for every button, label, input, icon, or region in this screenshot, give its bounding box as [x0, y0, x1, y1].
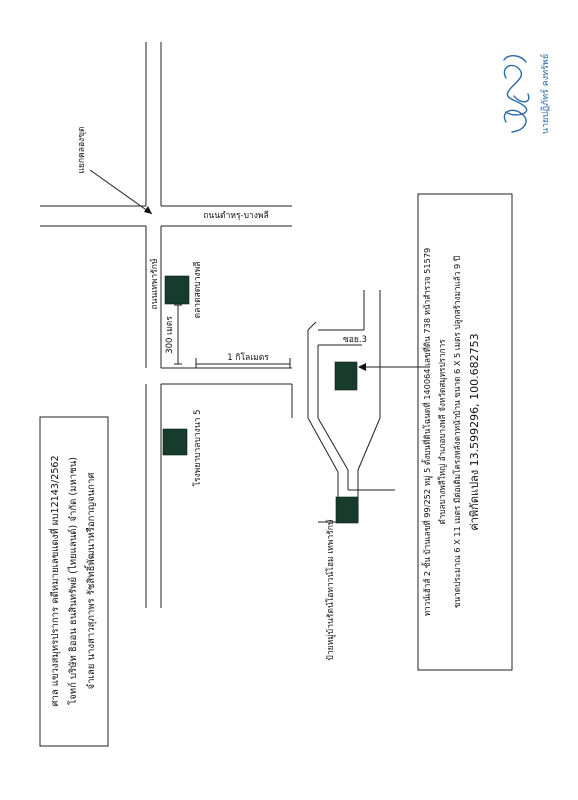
- road-network: [40, 42, 395, 608]
- case-info-line3: จำเลย นางสาวสุภาพร รัชสิทธิ์พัฒนาหรือกาญ…: [83, 473, 97, 690]
- property-pointer-arrow: [358, 363, 430, 371]
- village-sign-building: [335, 496, 359, 524]
- hospital-building: [162, 428, 188, 456]
- property-building: [334, 361, 358, 391]
- kaeng-khlong-chut-arrow: [89, 169, 153, 215]
- road-thepharak-label: ถนนเทพารักษ์: [149, 258, 160, 309]
- kaeng-khlong-chut-label: แยกคลองขุด: [77, 126, 87, 173]
- distance-300m-label: 300 เมตร: [165, 316, 175, 354]
- signature-scribble: [503, 55, 530, 133]
- distance-marker-300m: 300 เมตร: [165, 304, 182, 365]
- road-tamru-bangphli-label: ถนนตำหรุ-บางพลี: [203, 210, 268, 221]
- signature: นายปฏิภัทร์ คงทรัพย์: [503, 54, 551, 134]
- property-info-line2: ตำบลบางพลีใหญ่ อำเภอบางพลี จังหวัดสมุทรป…: [437, 339, 447, 525]
- property-info-line3: ขนาดประมาณ 6 X 11 เมตร มีต่อเติมโครงหลัง…: [452, 256, 463, 608]
- case-info-line1: ศาล แขวงสมุทรปราการ คดีหมายเลขแดงที่ ผบ1…: [48, 455, 61, 706]
- property-info-box: ทาวน์เฮ้าส์ 2 ชั้น บ้านเลขที่ 99/252 หมู…: [417, 193, 513, 671]
- market-label: ตลาดสดบางพลี: [192, 262, 203, 319]
- signature-name: นายปฏิภัทร์ คงทรัพย์: [539, 54, 551, 134]
- case-info-box: ศาล แขวงสมุทรปราการ คดีหมายเลขแดงที่ ผบ1…: [39, 416, 109, 747]
- distance-marker-1km: 1 กิโลเมตร: [195, 352, 291, 368]
- market-building: [164, 275, 190, 305]
- distance-1km-label: 1 กิโลเมตร: [227, 352, 269, 363]
- property-coordinates: ค่าพิกัดแปลง 13.599296, 100.682753: [468, 333, 481, 530]
- soi-3-label: ซอย.3: [343, 335, 367, 345]
- case-info-line2: โจทก์ บริษัท ธิออน ธนสินทรัพย์ (ไทยแลนด์…: [67, 457, 79, 705]
- village-sign-label: ป้ายหมู่บ้านรัตน์โอทาวน์โฮม เทพารักษ์: [325, 519, 336, 661]
- property-info-line1: ทาวน์เฮ้าส์ 2 ชั้น บ้านเลขที่ 99/252 หมู…: [421, 248, 433, 617]
- hospital-label: โรงพยาบาลบางนา 5: [192, 409, 203, 486]
